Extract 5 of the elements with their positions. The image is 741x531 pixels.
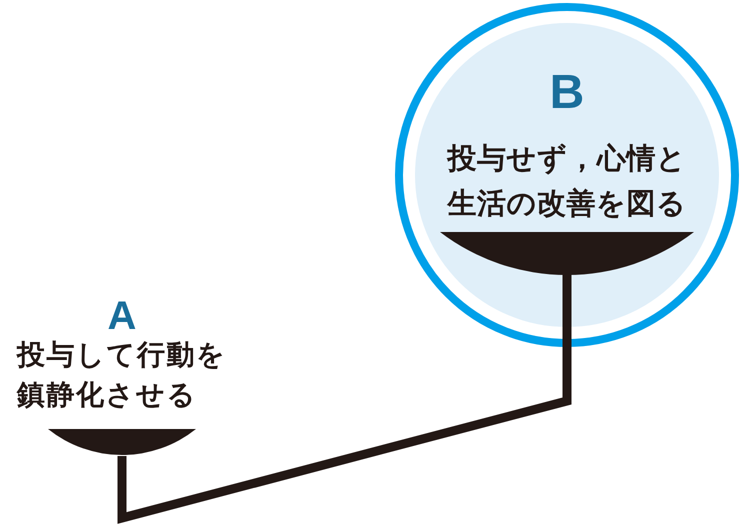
balance-beam — [118, 347, 572, 524]
option-letter: B — [550, 69, 584, 117]
option-text: 投与せず，心情と生活の改善を図る — [446, 142, 688, 222]
option-text: 投与して行動を鎮静化させる — [17, 339, 227, 413]
option-letter: A — [108, 296, 136, 336]
